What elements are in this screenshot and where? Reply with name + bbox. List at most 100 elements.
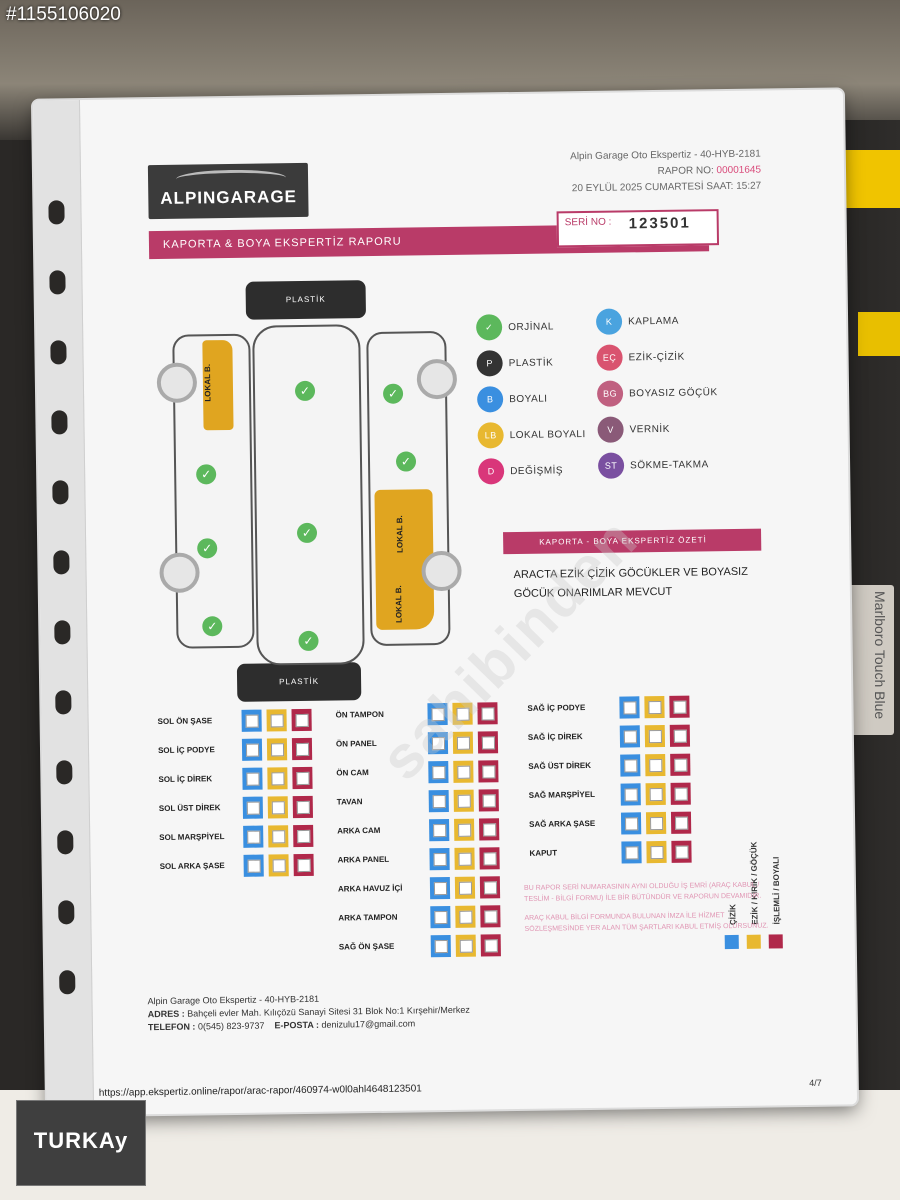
damage-checkbox[interactable] bbox=[454, 847, 475, 870]
damage-checkbox[interactable] bbox=[266, 709, 287, 732]
damage-checkbox[interactable] bbox=[292, 795, 313, 819]
damage-checkbox[interactable] bbox=[454, 876, 476, 899]
damage-checkbox[interactable] bbox=[429, 847, 450, 871]
damage-checkbox[interactable] bbox=[429, 818, 450, 842]
damage-checkboxes bbox=[429, 847, 500, 871]
damage-checkbox[interactable] bbox=[645, 811, 667, 835]
damage-checkbox[interactable] bbox=[669, 724, 691, 747]
damage-checkbox[interactable] bbox=[242, 767, 263, 790]
damage-checkbox[interactable] bbox=[430, 934, 451, 958]
damage-checkbox[interactable] bbox=[670, 753, 691, 776]
damage-checkbox[interactable] bbox=[243, 854, 264, 877]
damage-checkbox[interactable] bbox=[619, 725, 641, 748]
damage-checkbox[interactable] bbox=[644, 724, 666, 748]
damage-checkbox[interactable] bbox=[243, 825, 264, 848]
part-label: ARKA HAVUZ İÇİ bbox=[337, 883, 403, 894]
damage-checkbox[interactable] bbox=[267, 796, 288, 819]
damage-checkbox[interactable] bbox=[480, 934, 501, 957]
check-icon: ✓ bbox=[196, 464, 217, 485]
damage-checkboxes bbox=[429, 818, 500, 842]
check-icon: ✓ bbox=[294, 380, 316, 402]
damage-checkbox[interactable] bbox=[293, 824, 314, 848]
key-swatch bbox=[746, 934, 761, 949]
legend-item: ✓ ORJİNAL bbox=[475, 313, 554, 341]
damage-checkbox[interactable] bbox=[454, 818, 475, 841]
damage-checkbox[interactable] bbox=[479, 876, 501, 899]
table-row: SAĞ İÇ DİREK bbox=[528, 724, 691, 749]
table-row: SAĞ ARKA ŞASE bbox=[529, 811, 692, 836]
lokal-label-right-1: LOKAL B. bbox=[395, 515, 405, 554]
table-row: KAPUT bbox=[529, 840, 692, 865]
damage-checkbox[interactable] bbox=[268, 825, 289, 848]
damage-checkbox[interactable] bbox=[479, 818, 500, 841]
wheel-icon bbox=[416, 358, 458, 400]
damage-checkbox[interactable] bbox=[645, 782, 666, 806]
damage-checkbox[interactable] bbox=[644, 695, 665, 719]
damage-checkbox[interactable] bbox=[268, 854, 289, 877]
damage-checkbox[interactable] bbox=[620, 812, 642, 835]
damage-checkbox[interactable] bbox=[291, 708, 312, 732]
car-silhouette-icon bbox=[175, 169, 287, 188]
damage-checkbox[interactable] bbox=[645, 753, 666, 777]
damage-checkbox[interactable] bbox=[480, 905, 501, 928]
damage-checkbox[interactable] bbox=[670, 782, 691, 805]
damage-checkbox[interactable] bbox=[478, 789, 499, 812]
report-header-info: Alpin Garage Oto Ekspertiz - 40-HYB-2181… bbox=[570, 147, 761, 198]
damage-checkbox[interactable] bbox=[241, 738, 263, 761]
damage-checkbox[interactable] bbox=[428, 789, 449, 813]
damage-checkbox[interactable] bbox=[620, 754, 641, 777]
damage-checkboxes bbox=[619, 695, 690, 719]
damage-checkbox[interactable] bbox=[453, 760, 474, 783]
damage-checkbox[interactable] bbox=[241, 709, 262, 732]
table-row: SOL İÇ DİREK bbox=[158, 766, 313, 791]
part-label: SOL ARKA ŞASE bbox=[159, 861, 225, 872]
punch-hole bbox=[55, 690, 72, 715]
damage-checkbox[interactable] bbox=[671, 840, 692, 863]
legend-item: LB LOKAL BOYALI bbox=[477, 421, 586, 449]
boyali-icon: B bbox=[476, 386, 504, 413]
damage-checkboxes bbox=[242, 766, 313, 790]
report-document: ALPINGARAGE Alpin Garage Oto Ekspertiz -… bbox=[95, 104, 844, 1099]
damage-checkboxes bbox=[620, 811, 692, 835]
damage-checkbox[interactable] bbox=[266, 738, 288, 761]
damage-checkboxes bbox=[241, 737, 313, 761]
key-swatch bbox=[768, 934, 783, 949]
table-row: ARKA CAM bbox=[337, 818, 500, 842]
damage-checkbox[interactable] bbox=[455, 905, 476, 928]
table-row: SOL MARŞPİYEL bbox=[159, 824, 314, 849]
damage-checkbox[interactable] bbox=[670, 811, 692, 834]
part-label: SAĞ MARŞPİYEL bbox=[528, 789, 595, 800]
damage-checkbox[interactable] bbox=[291, 737, 313, 761]
part-label: ARKA CAM bbox=[337, 825, 381, 836]
orjinal-icon: ✓ bbox=[475, 314, 503, 341]
table-row: SOL ÜST DİREK bbox=[158, 795, 313, 820]
damage-checkbox[interactable] bbox=[620, 783, 641, 806]
damage-checkbox[interactable] bbox=[293, 853, 314, 877]
table-row: SOL ÖN ŞASE bbox=[157, 708, 312, 733]
damage-checkbox[interactable] bbox=[669, 695, 690, 718]
damage-checkbox[interactable] bbox=[646, 840, 667, 864]
punch-hole bbox=[58, 900, 75, 925]
table-row: SAĞ MARŞPİYEL bbox=[528, 782, 691, 807]
damage-checkbox[interactable] bbox=[242, 796, 263, 819]
damage-checkbox[interactable] bbox=[267, 767, 288, 790]
part-label: SOL ÜST DİREK bbox=[158, 803, 221, 814]
report-sheet: ALPINGARAGE Alpin Garage Oto Ekspertiz -… bbox=[32, 89, 858, 1116]
damage-checkbox[interactable] bbox=[453, 789, 474, 812]
kaplama-icon: K bbox=[595, 308, 623, 335]
damage-checkbox[interactable] bbox=[455, 934, 476, 957]
damage-checkbox[interactable] bbox=[621, 841, 642, 864]
damage-checkbox[interactable] bbox=[292, 766, 313, 790]
damage-checkbox[interactable] bbox=[478, 760, 499, 783]
alpin-garage-logo: ALPINGARAGE bbox=[147, 162, 309, 220]
table-row: SAĞ ÜST DİREK bbox=[528, 753, 691, 778]
part-label: SAĞ İÇ PODYE bbox=[527, 703, 586, 713]
damage-checkbox[interactable] bbox=[430, 905, 451, 929]
damage-checkbox[interactable] bbox=[429, 876, 451, 900]
damage-checkbox[interactable] bbox=[479, 847, 500, 870]
part-label: SOL İÇ PODYE bbox=[157, 745, 215, 756]
front-bumper-plastic: PLASTİK bbox=[245, 280, 367, 320]
damage-checkbox[interactable] bbox=[477, 731, 499, 754]
photo-id: #1155106020 bbox=[6, 4, 121, 25]
damage-checkbox[interactable] bbox=[619, 696, 640, 719]
